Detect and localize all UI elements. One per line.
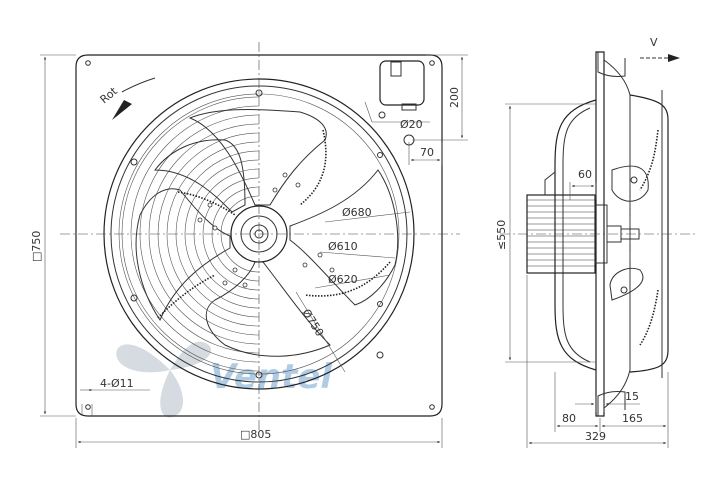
- guard-bolt-right: [377, 152, 383, 158]
- mount-hole-bottom-left: [85, 404, 91, 410]
- rotation-arc: [121, 77, 156, 93]
- dim-side-80-text: 80: [562, 412, 576, 425]
- dim-side-total-text: 329: [585, 430, 606, 443]
- rotation-label: Rot: [98, 84, 121, 106]
- dim-side-60-text: 60: [578, 168, 592, 181]
- side-ring-profile: [629, 94, 669, 373]
- side-view: V ≤550 60 15: [495, 36, 695, 448]
- dimension-diam-620: Ø620: [314, 273, 391, 289]
- airflow-indicator: V: [640, 36, 680, 62]
- dim-diam-620-text: Ø620: [328, 273, 358, 286]
- terminal-box-label: [390, 61, 402, 77]
- dim-diam-680-text: Ø680: [342, 206, 372, 219]
- dimension-diam-610: Ø610: [319, 240, 396, 259]
- dimension-side-total: 329: [526, 275, 669, 448]
- side-flange: [603, 59, 631, 409]
- dim-box-offset-200-text: 200: [448, 87, 461, 108]
- dim-mount-holes-text: 4-Ø11: [100, 377, 134, 390]
- terminal-box-body: [379, 60, 425, 106]
- dim-frame-width-text: □805: [240, 428, 271, 441]
- airflow-label: V: [650, 36, 658, 49]
- dimension-mount-holes: 4-Ø11: [80, 377, 150, 416]
- dim-side-height-text: ≤550: [495, 220, 508, 250]
- dim-diam-20-text: Ø20: [400, 118, 423, 131]
- dim-box-offset-70-text: 70: [420, 146, 434, 159]
- blade-holes: [197, 172, 335, 288]
- terminal-box: [379, 60, 425, 146]
- side-plate: [595, 51, 605, 417]
- dimension-box-offset-70: 70: [408, 142, 443, 165]
- dimension-side-60: 60: [569, 168, 597, 200]
- cable-gland: [401, 103, 417, 111]
- dimension-side-80-165: 80 165: [554, 372, 669, 432]
- guard-bolt-lower-right: [376, 351, 384, 359]
- guard-bolt-bottom-left: [130, 294, 138, 302]
- dimension-side-height: ≤550: [495, 103, 596, 363]
- dimension-frame-height: □750: [30, 54, 76, 417]
- dimension-box-offset-200: 200: [412, 54, 468, 141]
- side-blade-hole-2: [620, 286, 628, 294]
- mount-hole-bottom-right: [429, 404, 435, 410]
- side-top-bracket: [597, 52, 626, 77]
- blade-serrations: [157, 129, 391, 319]
- dimension-diam-680: Ø680: [324, 206, 411, 223]
- dimension-diam-20: Ø20: [364, 101, 430, 131]
- rotation-arrow-icon: [112, 100, 132, 120]
- dim-side-15-text: 15: [625, 390, 639, 403]
- dimension-side-15: 15: [575, 390, 640, 412]
- watermark: Ventel: [116, 341, 333, 418]
- side-guard-inner: [562, 107, 591, 363]
- guard-bolt-bottom-right: [377, 301, 383, 307]
- side-motor: [526, 171, 640, 274]
- dimension-frame-width: □805: [75, 418, 443, 448]
- side-guard-profile: [554, 99, 597, 371]
- side-blade-upper: [611, 165, 649, 202]
- guard-bolt-top-right: [378, 111, 386, 119]
- watermark-text: Ventel: [210, 357, 333, 397]
- side-blade-serrations: [639, 129, 659, 346]
- dim-frame-height-text: □750: [30, 231, 43, 262]
- impeller-blades: [135, 109, 399, 357]
- dim-side-165-text: 165: [622, 412, 643, 425]
- mount-hole-top-right: [429, 60, 435, 66]
- side-bottom-bracket: [597, 391, 626, 416]
- mount-hole-top-left: [85, 60, 91, 66]
- dim-diam-610-text: Ø610: [328, 240, 358, 253]
- side-blade-hole-1: [630, 176, 638, 184]
- airflow-arrow-icon: [668, 54, 680, 62]
- rotation-indicator: Rot: [98, 77, 156, 120]
- side-blade-lower: [609, 267, 644, 301]
- motor-cable: [544, 171, 556, 195]
- guard-bolt-left: [130, 158, 138, 166]
- mounting-plate: [75, 54, 443, 417]
- dim-diam-750-text: Ø750: [299, 307, 326, 339]
